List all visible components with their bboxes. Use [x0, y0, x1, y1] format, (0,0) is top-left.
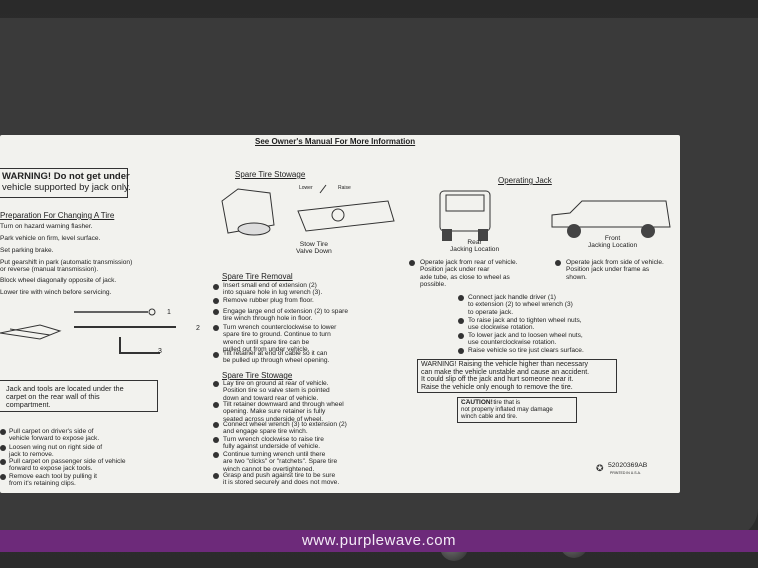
stowage-bullet — [213, 437, 219, 443]
removal-item: Engage large end of extension (2) to spa… — [223, 308, 348, 323]
removal-item: Turn wrench counterclockwise to lower sp… — [223, 324, 337, 353]
prep-item: Lower tire with winch before servicing. — [0, 289, 112, 296]
step-bullet — [0, 474, 6, 480]
jack-bullet — [458, 333, 464, 339]
jack-tools-illustration — [0, 308, 176, 354]
removal-item: Tilt retainer at end of cable so it can … — [223, 350, 330, 365]
step-item: Remove each tool by pulling it from it's… — [9, 473, 97, 488]
prep-item: Turn on hazard warning flasher. — [0, 223, 93, 230]
spare-tire-removal-title: Spare Tire Removal — [222, 272, 293, 281]
raising-warning-text: WARNING! Raising the vehicle higher than… — [421, 361, 590, 391]
stowage-item: Lay tire on ground at rear of vehicle. P… — [223, 380, 330, 402]
front-note-bullet — [555, 260, 561, 266]
tool-callout-3: 3 — [158, 348, 162, 355]
warning-box — [0, 168, 128, 198]
caution-box — [457, 397, 577, 423]
stowage-item: Turn wrench clockwise to raise tire full… — [223, 436, 324, 451]
manufacturer-star-logo: ✪ — [596, 463, 604, 473]
rear-note-bullet — [409, 260, 415, 266]
front-jacking-caption: Front Jacking Location — [588, 235, 638, 250]
spare-tire-stowage-title: Spare Tire Stowage — [235, 170, 306, 179]
preparation-title: Preparation For Changing A Tire — [0, 211, 115, 220]
spare-tire-instruction-label: See Owner's Manual For More Information … — [0, 135, 680, 493]
removal-bullet — [213, 325, 219, 331]
raise-label: Raise — [338, 185, 351, 191]
front-jack-note: Operate jack from side of vehicle. Posit… — [566, 259, 664, 281]
stowage-bullet — [213, 402, 219, 408]
step-bullet — [0, 459, 6, 465]
jack-item: Connect jack handle driver (1) to extens… — [468, 294, 573, 316]
removal-item: Insert small end of extension (2) into s… — [223, 282, 323, 297]
jack-location-box — [0, 380, 158, 412]
removal-bullet — [213, 352, 219, 358]
jack-item: To raise jack and to tighten wheel nuts,… — [468, 317, 582, 332]
rear-vehicle-illustration — [439, 190, 491, 241]
jack-bullet — [458, 318, 464, 324]
prep-item: Set parking brake. — [0, 247, 54, 254]
spare-tire-stowage-illustration — [221, 184, 395, 236]
stow-tire-caption: Stow Tire Valve Down — [296, 241, 332, 256]
stowage-item: Tilt retainer downward and through wheel… — [223, 401, 344, 423]
stowage-item: Grasp and push against tire to be sure i… — [223, 472, 340, 487]
label-header: See Owner's Manual For More Information — [255, 137, 416, 146]
stowage-bullet — [213, 381, 219, 387]
rear-jack-note: Operate jack from rear of vehicle. Posit… — [420, 259, 518, 288]
removal-bullet — [213, 298, 219, 304]
tool-callout-2: 2 — [196, 325, 200, 332]
raising-warning-box — [417, 359, 617, 393]
removal-bullet — [213, 309, 219, 315]
removal-item: Remove rubber plug from floor. — [223, 297, 314, 304]
stowage-item: Connect wheel wrench (3) to extension (2… — [223, 421, 347, 436]
prep-item: Park vehicle on firm, level surface. — [0, 235, 101, 242]
caution-title: CAUTION! — [461, 399, 493, 407]
part-number: 52020369AB — [608, 462, 648, 469]
stowage-bullet — [213, 473, 219, 479]
prep-item: Put gearshift in park (automatic transmi… — [0, 259, 133, 274]
step-item: Pull carpet on passenger side of vehicle… — [9, 458, 126, 473]
jack-bullet — [458, 295, 464, 301]
warning-line-1: WARNING! Do not get under — [2, 171, 130, 182]
step-bullet — [0, 429, 6, 435]
printed-in-usa: PRINTED IN U.S.A. — [610, 471, 641, 475]
rear-jacking-caption: Rear Jacking Location — [450, 239, 500, 254]
stowage-item: Continue turning wrench until there are … — [223, 451, 338, 473]
spare-tire-stowage-steps-title: Spare Tire Stowage — [222, 371, 293, 380]
step-bullet — [0, 445, 6, 451]
tool-callout-1: 1 — [167, 309, 171, 316]
watermark-text: www.purplewave.com — [301, 532, 457, 549]
stowage-bullet — [213, 422, 219, 428]
side-vehicle-illustration — [551, 200, 671, 238]
jack-location-note: Jack and tools are located under the car… — [6, 384, 124, 409]
step-item: Loosen wing nut on right side of jack to… — [9, 444, 103, 459]
jack-item: Raise vehicle so tire just clears surfac… — [468, 347, 584, 354]
jack-item: To lower jack and to loosen wheel nuts, … — [468, 332, 583, 347]
operating-jack-title: Operating Jack — [498, 176, 552, 185]
lower-label: Lower — [299, 185, 313, 191]
watermark-bar — [0, 530, 758, 552]
removal-bullet — [213, 284, 219, 290]
warning-line-2: vehicle supported by jack only. — [2, 182, 131, 193]
jack-bullet — [458, 348, 464, 354]
prep-item: Block wheel diagonally opposite of jack. — [0, 277, 117, 284]
step-item: Pull carpet on driver's side of vehicle … — [9, 428, 100, 443]
stowage-bullet — [213, 452, 219, 458]
